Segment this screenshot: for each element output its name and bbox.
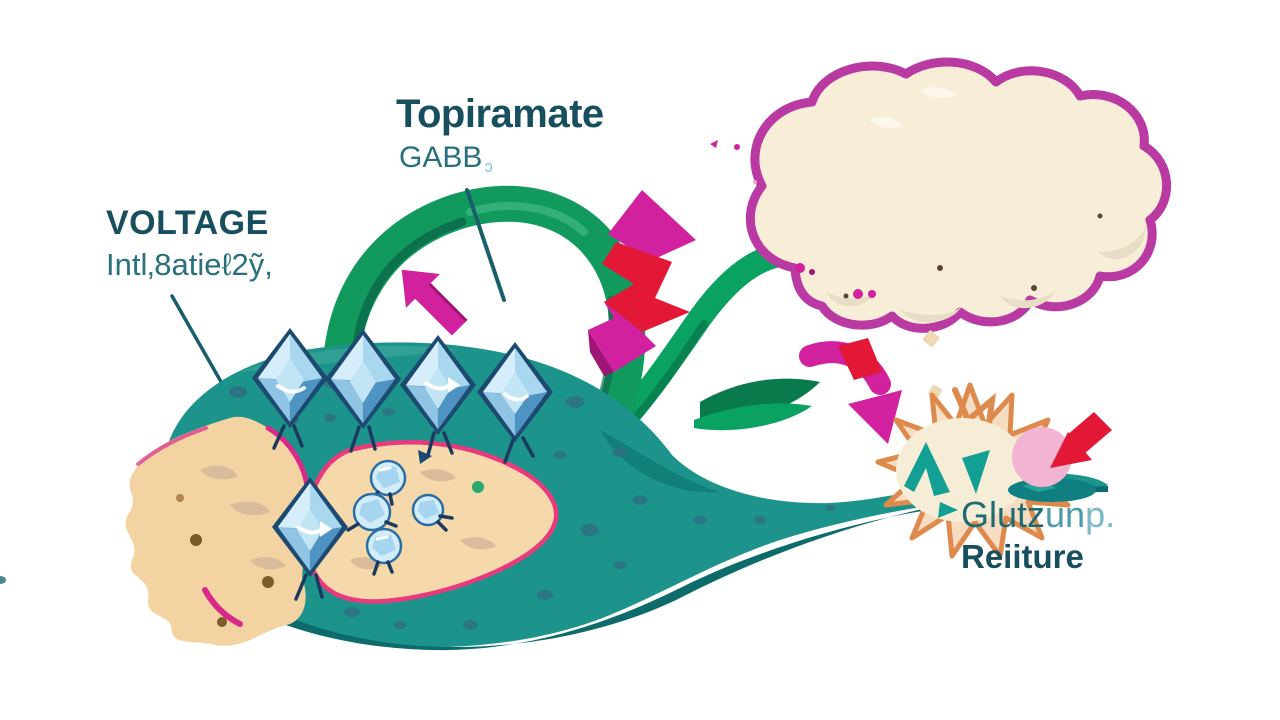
glutamate-part2: un [1045,494,1086,535]
lightning-bolt-icon [588,190,696,376]
subtitle-glyph: ɔ [484,157,493,176]
voltage-channel-gem-icon [325,329,401,453]
voltage-channel-gem-icon [252,328,328,450]
vesicle-crystal-icon [411,493,454,532]
up-arrow-icon [401,269,468,336]
vesicle-crystal-icon [346,492,398,532]
curved-down-arrow-icon [799,338,902,444]
neuron-soma [0,342,1108,651]
synaptic-vesicle-circle [1012,427,1072,487]
red-pointer-arrow-icon [1050,412,1112,468]
title-topiramate: Topiramate [396,92,604,136]
voltage-channel-gem-icon [477,342,553,464]
stem-leaf [694,403,812,431]
burst-core [896,418,1028,522]
label-voltage-subheading: Intl‚8atieℓ2ỹ, [106,247,273,282]
cloud-icon [745,57,1172,333]
glutamate-part3: p. [1085,494,1116,535]
voltage-channel-gem-icon [272,477,348,601]
voltage-channel-gem-icon [400,335,476,457]
burst-icon [875,382,1096,559]
vesicle-crystals [346,459,454,576]
label-voltage-heading: VOLTAGE [106,204,269,242]
label-glutamate-line1: Glutzunp. [961,494,1115,536]
glutamate-part1: Glutz [961,494,1046,535]
soma-tan-region [125,416,311,646]
vesicle-crystal-icon [365,527,403,576]
pink-specks [710,140,942,399]
label-glutamate-line2: Reiiture [961,538,1084,575]
subtitle-gabb-text: GABB [399,141,483,174]
voltage-channels [252,328,553,601]
